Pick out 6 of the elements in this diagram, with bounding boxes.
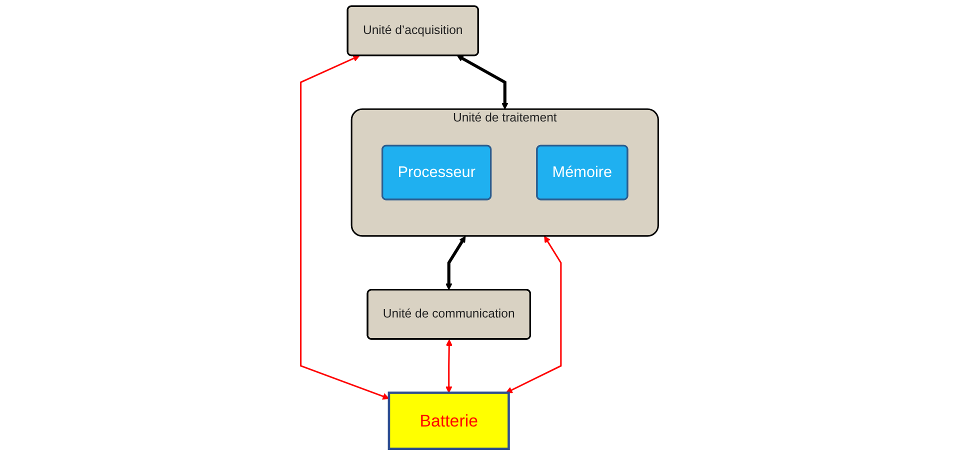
node-box: Batterie: [388, 392, 510, 450]
arrow: [445, 236, 466, 290]
arrow: [456, 55, 508, 110]
arrow: [506, 236, 562, 394]
arrow: [445, 339, 453, 394]
arrow: [300, 55, 390, 400]
